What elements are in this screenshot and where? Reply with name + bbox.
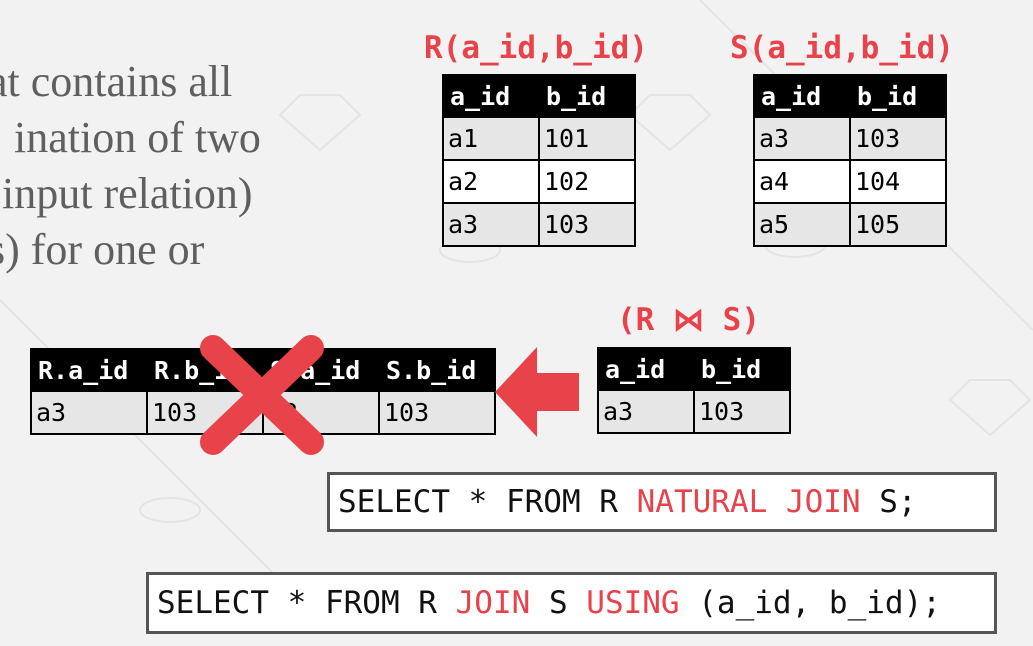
table-cell: 102: [538, 159, 636, 204]
table-cell: 103: [538, 202, 636, 247]
table-cell: a2: [442, 159, 540, 204]
sql-keyword: NATURAL JOIN: [636, 484, 861, 520]
relation-r-table: a_id b_id a1 101 a2 102 a3 103: [442, 74, 636, 247]
table-row: a3 103: [753, 116, 947, 161]
table-cell: 103: [378, 390, 496, 435]
table-cell: a3: [30, 390, 148, 435]
body-line: input relation): [2, 169, 253, 218]
table-row: a1 101: [442, 116, 636, 161]
body-line: s) for one or: [0, 225, 205, 274]
sql-text: SELECT * FROM R: [338, 484, 637, 520]
column-header: b_id: [538, 74, 636, 118]
sql-text: SELECT * FROM R: [157, 585, 456, 621]
relation-r-title: R(a_id,b_id): [424, 30, 648, 66]
slide-body-text: at contains all ination of two input rel…: [0, 54, 261, 278]
table-cell: 103: [693, 389, 791, 434]
table-row: a4 104: [753, 159, 947, 204]
column-header: b_id: [849, 74, 947, 118]
sql-keyword: USING: [586, 585, 680, 621]
relation-s-table: a_id b_id a3 103 a4 104 a5 105: [753, 74, 947, 247]
table-cell: a5: [753, 202, 851, 247]
table-cell: a1: [442, 116, 540, 161]
sql-natural-join: SELECT * FROM R NATURAL JOIN S;: [327, 472, 997, 532]
column-header: a_id: [753, 74, 851, 118]
table-cell: a3: [753, 116, 851, 161]
left-arrow-icon: [495, 347, 579, 437]
column-header: a_id: [442, 74, 540, 118]
cross-mark-icon: [200, 335, 324, 455]
table-cell: 104: [849, 159, 947, 204]
column-header: R.a_id: [30, 348, 148, 392]
table-cell: 101: [538, 116, 636, 161]
table-row: a3 103: [442, 202, 636, 247]
column-header: a_id: [597, 347, 695, 391]
table-cell: a3: [442, 202, 540, 247]
table-cell: a4: [753, 159, 851, 204]
column-header: S.b_id: [378, 348, 496, 392]
table-row: a2 102: [442, 159, 636, 204]
table-header-row: a_id b_id: [753, 74, 947, 118]
sql-join-using: SELECT * FROM R JOIN S USING (a_id, b_id…: [146, 572, 997, 634]
join-result-table: a_id b_id a3 103: [597, 347, 791, 434]
sql-keyword: JOIN: [455, 585, 531, 621]
join-result-title: (R ⋈ S): [617, 302, 760, 338]
table-row: a3 103: [597, 389, 791, 434]
sql-text: S: [530, 585, 587, 621]
sql-text: S;: [860, 484, 917, 520]
table-header-row: a_id b_id: [597, 347, 791, 391]
table-row: a5 105: [753, 202, 947, 247]
column-header: b_id: [693, 347, 791, 391]
relation-s-title: S(a_id,b_id): [730, 30, 954, 66]
body-line: ination of two: [14, 113, 261, 162]
table-cell: a3: [597, 389, 695, 434]
table-header-row: a_id b_id: [442, 74, 636, 118]
table-cell: 103: [849, 116, 947, 161]
body-line: at contains all: [0, 57, 233, 106]
table-cell: 105: [849, 202, 947, 247]
sql-text: (a_id, b_id);: [679, 585, 941, 621]
